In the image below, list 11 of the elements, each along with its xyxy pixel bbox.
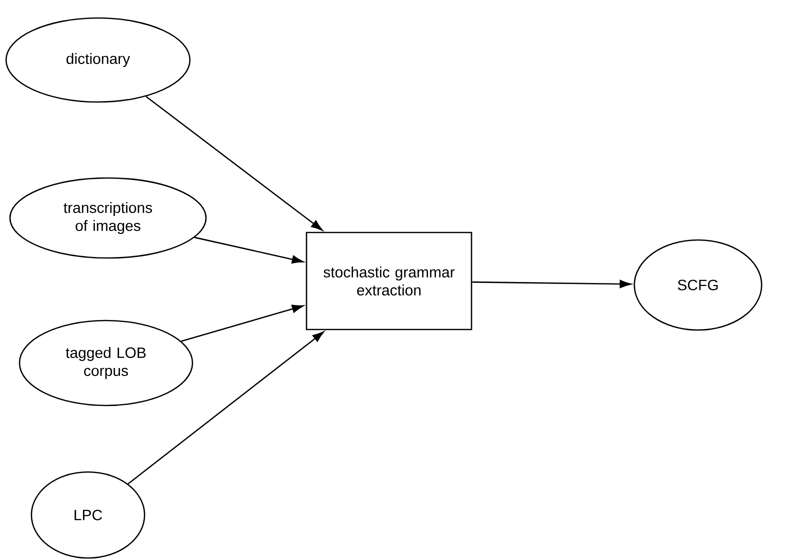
ellipse-node: transcriptions of images — [9, 177, 207, 259]
process-box: stochastic grammar extraction — [306, 232, 472, 330]
arrow — [181, 304, 304, 342]
arrow — [146, 96, 323, 231]
ellipse-node: SCFG — [634, 239, 762, 331]
ellipse-node: dictionary — [5, 17, 191, 103]
arrow — [128, 331, 324, 484]
ellipse-node: tagged LOB corpus — [18, 320, 194, 406]
arrow — [194, 236, 304, 264]
arrow — [472, 280, 632, 288]
ellipse-node: LPC — [30, 471, 146, 559]
